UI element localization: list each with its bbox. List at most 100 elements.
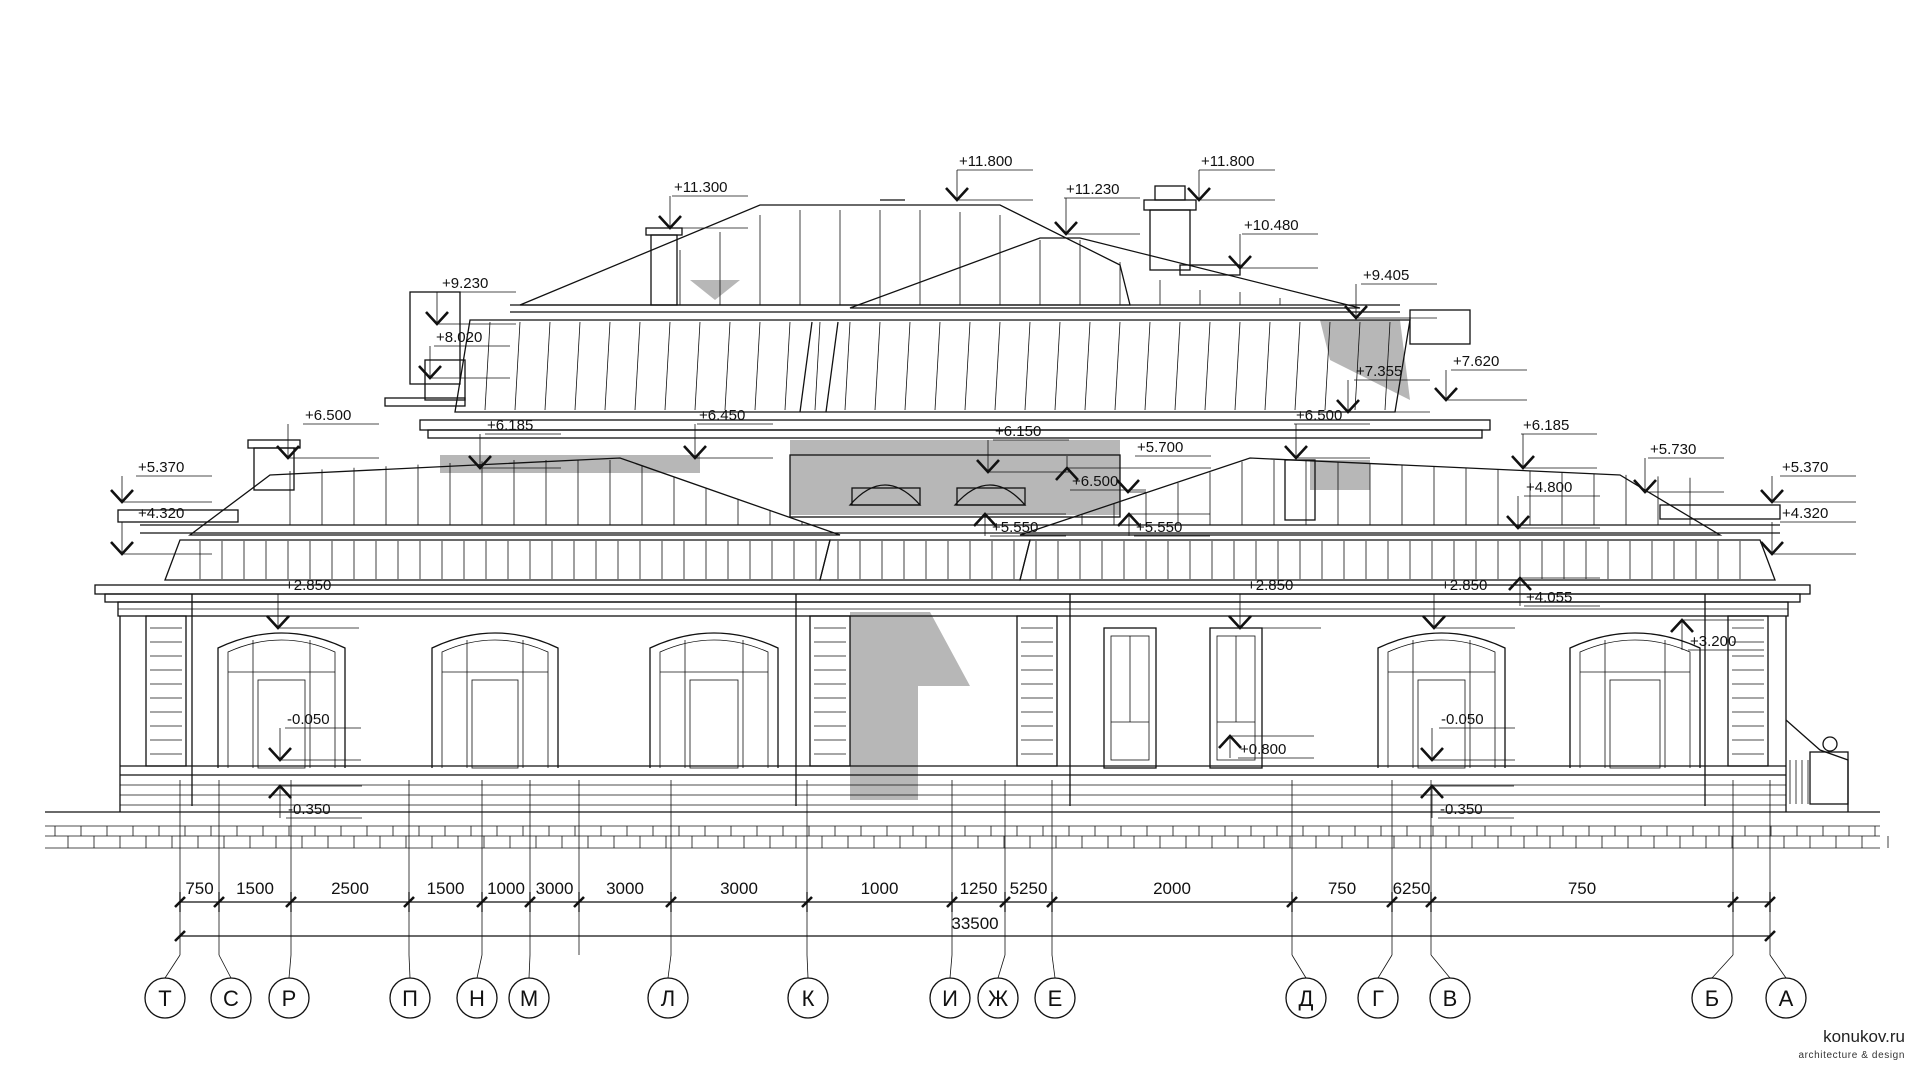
elevation-arrow-icon	[945, 187, 969, 202]
elevation-label: +5.370	[138, 459, 184, 476]
elevation-arrow-icon	[1670, 618, 1694, 633]
elevation-label: +7.620	[1453, 353, 1499, 370]
elevation-label: +6.500	[1296, 407, 1342, 424]
elevation-arrow-icon	[1344, 305, 1368, 320]
axis-label: А	[1779, 986, 1794, 1011]
elevation-label: +2.850	[285, 577, 331, 594]
axis-label: Р	[282, 986, 297, 1011]
axis-bubble	[456, 977, 498, 1019]
elevation-label: +6.185	[487, 417, 533, 434]
dimension-segment: 3000	[606, 879, 644, 898]
elevation-label: +10.480	[1244, 217, 1299, 234]
axis-bubble	[929, 977, 971, 1019]
ground	[45, 811, 1889, 849]
main-cornice	[94, 584, 1811, 617]
elevation-arrow-icon	[1284, 445, 1308, 460]
dimension-segment: 1000	[861, 879, 899, 898]
elevation-arrow-icon	[658, 215, 682, 230]
axis-label: Г	[1372, 986, 1384, 1011]
elevation-arrow-icon	[1633, 479, 1657, 494]
elevation-label: +2.850	[1441, 577, 1487, 594]
dimension-segment: 2000	[1153, 879, 1191, 898]
axis-bubble	[268, 977, 310, 1019]
elevation-label: +6.450	[699, 407, 745, 424]
elevation-label: +9.405	[1363, 267, 1409, 284]
elevation-label: -0.350	[1440, 801, 1483, 818]
elevation-arrow-icon	[1117, 512, 1141, 527]
axis-label: В	[1443, 986, 1458, 1011]
elevation-label: -0.050	[287, 711, 330, 728]
elevation-arrow-icon	[1055, 466, 1079, 481]
elevation-label: +6.500	[1072, 473, 1118, 490]
elevation-arrow-icon	[1420, 747, 1444, 762]
axis-bubble	[1285, 977, 1327, 1019]
elevation-arrow-icon	[976, 459, 1000, 474]
axis-label: С	[223, 986, 239, 1011]
elevation-label: -0.050	[1441, 711, 1484, 728]
elevation-label: +11.800	[959, 153, 1013, 170]
axis-bubble	[1034, 977, 1076, 1019]
elevation-arrow-icon	[1760, 541, 1784, 556]
axis-bubble	[389, 977, 431, 1019]
axis-label: Т	[158, 986, 171, 1011]
dimension-segment: 5250	[1010, 879, 1048, 898]
dimension-segment: 6250	[1393, 879, 1431, 898]
axis-label: П	[402, 986, 418, 1011]
axis-label: М	[520, 986, 538, 1011]
axis-bubble	[1691, 977, 1733, 1019]
elevation-label: +8.020	[436, 329, 482, 346]
facade-wall	[119, 594, 1849, 812]
elevation-arrow-icon	[1506, 515, 1530, 530]
elevation-label: +6.150	[995, 423, 1041, 440]
elevation-label: +4.055	[1526, 589, 1572, 606]
dimension-segment: 1500	[236, 879, 274, 898]
axis-bubble	[647, 977, 689, 1019]
elevation-label: +4.320	[138, 505, 184, 522]
branding: konukov.ru architecture & design	[1798, 1027, 1905, 1061]
elevation-label: +11.300	[674, 179, 728, 196]
elevation-label: +4.320	[1782, 505, 1828, 522]
elevation-label: +2.850	[1247, 577, 1293, 594]
axis-bubble	[1357, 977, 1399, 1019]
elevation-label: +11.230	[1066, 181, 1120, 198]
axis-label: Л	[661, 986, 675, 1011]
elevation-arrow-icon	[1760, 489, 1784, 504]
axis-bubble	[508, 977, 550, 1019]
elevation-arrow-icon	[110, 541, 134, 556]
elevation-arrow-icon	[110, 489, 134, 504]
axis-label: Н	[469, 986, 485, 1011]
elevation-arrow-icon	[276, 445, 300, 460]
axis-label: Д	[1299, 986, 1314, 1011]
dimension-segment: 1250	[960, 879, 998, 898]
elevation-label: +3.200	[1690, 633, 1736, 650]
elevation-arrow-icon	[1434, 387, 1458, 402]
elevation-arrow-icon	[1422, 615, 1446, 630]
elevation-arrow-icon	[1187, 187, 1211, 202]
elevation-arrow-icon	[268, 747, 292, 762]
elevation-arrow-icon	[425, 311, 449, 326]
elevation-label: +5.550	[992, 519, 1038, 536]
axis-bubble	[210, 977, 252, 1019]
elevation-arrow-icon	[266, 615, 290, 630]
shadow-regions	[440, 280, 1410, 800]
elevation-markers: +11.800+11.800+11.300+11.230+10.480+9.23…	[110, 153, 1856, 819]
axis-bubble	[1429, 977, 1471, 1019]
elevation-arrow-icon	[468, 455, 492, 470]
elevation-arrow-icon	[1116, 479, 1140, 494]
elevation-label: +0.800	[1240, 741, 1286, 758]
elevation-label: +6.185	[1523, 417, 1569, 434]
elevation-label: +9.230	[442, 275, 488, 292]
total-dimension: 33500	[951, 914, 998, 933]
elevation-arrow-icon	[1508, 576, 1532, 591]
elevation-label: +6.500	[305, 407, 351, 424]
elevation-label: +5.370	[1782, 459, 1828, 476]
brand-tagline: architecture & design	[1798, 1050, 1905, 1061]
dimension-segment: 1500	[427, 879, 465, 898]
elevation-arrow-icon	[1218, 734, 1242, 749]
middle-roof	[117, 439, 1781, 581]
axis-label: Б	[1705, 986, 1719, 1011]
upper-roof	[384, 185, 1491, 439]
